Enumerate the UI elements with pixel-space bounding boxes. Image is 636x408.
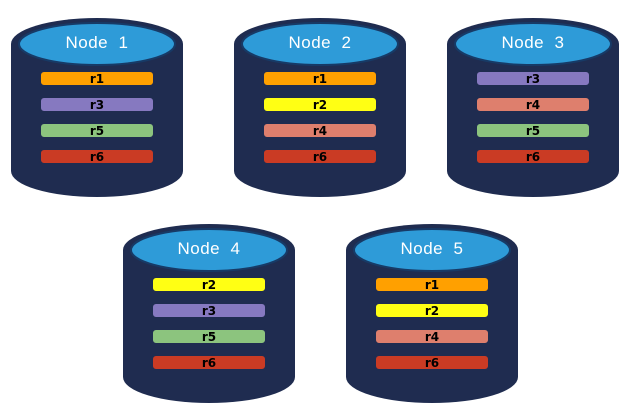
replica-bar: r1	[374, 276, 490, 293]
replica-bar: r2	[151, 276, 267, 293]
cylinder-top-ellipse	[353, 228, 511, 272]
replica-label: r3	[89, 97, 105, 112]
replica-bar: r6	[262, 148, 378, 165]
replica-label: r1	[89, 71, 105, 86]
replica-label: r2	[312, 97, 328, 112]
node-title: Node 4	[177, 239, 241, 258]
replica-bar: r6	[374, 354, 490, 371]
replica-label: r6	[201, 355, 217, 370]
cylinder-top-ellipse	[454, 22, 612, 66]
replica-bar: r3	[475, 70, 591, 87]
node-2-cylinder: Node 2 r1 r2 r4 r6	[234, 8, 406, 198]
cylinder-top-ellipse	[130, 228, 288, 272]
replica-label: r4	[312, 123, 328, 138]
node-title: Node 2	[288, 33, 352, 52]
replica-list: r1 r3 r5 r6	[39, 70, 155, 165]
node-5-cylinder: Node 5 r1 r2 r4 r6	[346, 214, 518, 404]
replica-label: r5	[89, 123, 105, 138]
node-title: Node 3	[501, 33, 565, 52]
node-3-cylinder: Node 3 r3 r4 r5 r6	[447, 8, 619, 198]
replica-bar: r6	[151, 354, 267, 371]
replica-list: r1 r2 r4 r6	[262, 70, 378, 165]
node-title: Node 5	[400, 239, 464, 258]
replica-label: r4	[424, 329, 440, 344]
replica-bar: r3	[39, 96, 155, 113]
replica-label: r5	[525, 123, 541, 138]
cylinder-top-ellipse	[241, 22, 399, 66]
replica-label: r4	[525, 97, 541, 112]
replica-bar: r3	[151, 302, 267, 319]
replica-bar: r2	[374, 302, 490, 319]
node-4-cylinder: Node 4 r2 r3 r5 r6	[123, 214, 295, 404]
replica-label: r1	[424, 277, 440, 292]
node-title: Node 1	[65, 33, 129, 52]
cylinder-top-ellipse	[18, 22, 176, 66]
replica-list: r3 r4 r5 r6	[475, 70, 591, 165]
replica-label: r5	[201, 329, 217, 344]
replica-bar: r6	[475, 148, 591, 165]
replica-bar: r4	[262, 122, 378, 139]
replica-label: r6	[312, 149, 328, 164]
replica-label: r2	[201, 277, 217, 292]
replica-label: r6	[525, 149, 541, 164]
replica-bar: r2	[262, 96, 378, 113]
replica-label: r6	[89, 149, 105, 164]
replica-bar: r5	[475, 122, 591, 139]
replica-list: r2 r3 r5 r6	[151, 276, 267, 371]
replica-bar: r1	[262, 70, 378, 87]
replica-list: r1 r2 r4 r6	[374, 276, 490, 371]
replica-bar: r5	[151, 328, 267, 345]
replica-bar: r1	[39, 70, 155, 87]
replica-label: r6	[424, 355, 440, 370]
replica-bar: r6	[39, 148, 155, 165]
node-1-cylinder: Node 1 r1 r3 r5 r6	[11, 8, 183, 198]
replica-bar: r4	[475, 96, 591, 113]
replica-label: r3	[525, 71, 541, 86]
replica-label: r3	[201, 303, 217, 318]
replica-bar: r4	[374, 328, 490, 345]
replica-label: r1	[312, 71, 328, 86]
replica-label: r2	[424, 303, 440, 318]
replica-bar: r5	[39, 122, 155, 139]
